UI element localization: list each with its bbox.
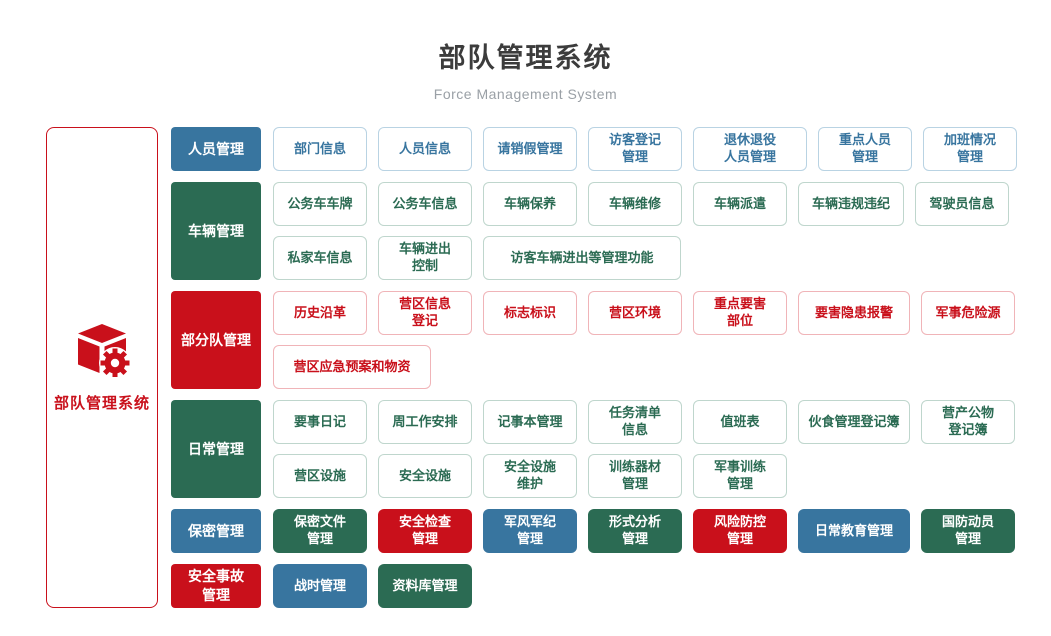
item-box: 安全设施 [378,454,472,498]
item-box: 车辆维修 [588,182,682,226]
item-box: 保密文件 管理 [273,509,367,553]
rows-container: 人员管理部门信息人员信息请销假管理访客登记 管理退休退役 人员管理重点人员 管理… [171,127,1017,608]
item-line: 战时管理资料库管理 [273,564,472,608]
item-line: 历史沿革营区信息 登记标志标识营区环境重点要害 部位要害隐患报警军事危险源 [273,291,1015,335]
row-group: 安全事故 管理战时管理资料库管理 [171,564,1017,608]
item-box: 营产公物 登记簿 [921,400,1015,444]
item-box: 军事危险源 [921,291,1015,335]
item-box: 资料库管理 [378,564,472,608]
row-group: 保密管理保密文件 管理安全检查 管理军风军纪 管理形式分析 管理风险防控 管理日… [171,509,1017,553]
category-box: 日常管理 [171,400,261,498]
category-items: 要事日记周工作安排记事本管理任务清单 信息值班表伙食管理登记簿营产公物 登记簿营… [273,400,1015,498]
category-items: 保密文件 管理安全检查 管理军风军纪 管理形式分析 管理风险防控 管理日常教育管… [273,509,1015,553]
system-root-box: 部队管理系统 [46,127,158,608]
item-box: 访客车辆进出等管理功能 [483,236,681,280]
item-box: 公务车信息 [378,182,472,226]
item-box: 车辆派遣 [693,182,787,226]
item-box: 要事日记 [273,400,367,444]
item-box: 加班情况 管理 [923,127,1017,171]
cube-gear-icon [78,323,131,377]
category-items: 战时管理资料库管理 [273,564,472,608]
item-box: 公务车车牌 [273,182,367,226]
category-box: 人员管理 [171,127,261,171]
item-line: 公务车车牌公务车信息车辆保养车辆维修车辆派遣车辆违规违纪驾驶员信息 [273,182,1009,226]
category-items: 公务车车牌公务车信息车辆保养车辆维修车辆派遣车辆违规违纪驾驶员信息私家车信息车辆… [273,182,1009,280]
item-box: 形式分析 管理 [588,509,682,553]
item-box: 周工作安排 [378,400,472,444]
item-box: 伙食管理登记簿 [798,400,910,444]
item-box: 国防动员 管理 [921,509,1015,553]
page-subtitle: Force Management System [433,86,618,102]
item-box: 驾驶员信息 [915,182,1009,226]
item-box: 私家车信息 [273,236,367,280]
item-box: 营区设施 [273,454,367,498]
item-box: 风险防控 管理 [693,509,787,553]
item-box: 重点要害 部位 [693,291,787,335]
item-box: 历史沿革 [273,291,367,335]
item-box: 记事本管理 [483,400,577,444]
row-group: 车辆管理公务车车牌公务车信息车辆保养车辆维修车辆派遣车辆违规违纪驾驶员信息私家车… [171,182,1017,280]
category-box: 安全事故 管理 [171,564,261,608]
item-box: 训练器材 管理 [588,454,682,498]
item-line: 营区设施安全设施安全设施 维护训练器材 管理军事训练 管理 [273,454,1015,498]
item-line: 营区应急预案和物资 [273,345,1015,389]
row-group: 部分队管理历史沿革营区信息 登记标志标识营区环境重点要害 部位要害隐患报警军事危… [171,291,1017,389]
item-box: 营区应急预案和物资 [273,345,431,389]
system-root-label: 部队管理系统 [53,394,150,412]
item-box: 车辆进出 控制 [378,236,472,280]
diagram-layout: 部队管理系统 人员管理部门信息人员信息请销假管理访客登记 管理退休退役 人员管理… [46,127,1051,608]
category-box: 保密管理 [171,509,261,553]
item-line: 部门信息人员信息请销假管理访客登记 管理退休退役 人员管理重点人员 管理加班情况… [273,127,1017,171]
category-items: 部门信息人员信息请销假管理访客登记 管理退休退役 人员管理重点人员 管理加班情况… [273,127,1017,171]
category-box: 部分队管理 [171,291,261,389]
item-line: 要事日记周工作安排记事本管理任务清单 信息值班表伙食管理登记簿营产公物 登记簿 [273,400,1015,444]
page-header: 部队管理系统 Force Management System [0,0,1051,102]
item-box: 访客登记 管理 [588,127,682,171]
item-line: 保密文件 管理安全检查 管理军风军纪 管理形式分析 管理风险防控 管理日常教育管… [273,509,1015,553]
item-box: 车辆保养 [483,182,577,226]
item-box: 请销假管理 [483,127,577,171]
item-box: 退休退役 人员管理 [693,127,807,171]
item-box: 要害隐患报警 [798,291,910,335]
category-box: 车辆管理 [171,182,261,280]
category-items: 历史沿革营区信息 登记标志标识营区环境重点要害 部位要害隐患报警军事危险源营区应… [273,291,1015,389]
item-box: 军风军纪 管理 [483,509,577,553]
item-box: 人员信息 [378,127,472,171]
item-box: 部门信息 [273,127,367,171]
item-box: 日常教育管理 [798,509,910,553]
item-box: 军事训练 管理 [693,454,787,498]
row-group: 日常管理要事日记周工作安排记事本管理任务清单 信息值班表伙食管理登记簿营产公物 … [171,400,1017,498]
item-box: 战时管理 [273,564,367,608]
item-box: 车辆违规违纪 [798,182,904,226]
item-box: 标志标识 [483,291,577,335]
item-line: 私家车信息车辆进出 控制访客车辆进出等管理功能 [273,236,1009,280]
page-title: 部队管理系统 [438,43,613,73]
row-group: 人员管理部门信息人员信息请销假管理访客登记 管理退休退役 人员管理重点人员 管理… [171,127,1017,171]
item-box: 安全检查 管理 [378,509,472,553]
item-box: 重点人员 管理 [818,127,912,171]
item-box: 任务清单 信息 [588,400,682,444]
item-box: 营区环境 [588,291,682,335]
item-box: 值班表 [693,400,787,444]
item-box: 营区信息 登记 [378,291,472,335]
item-box: 安全设施 维护 [483,454,577,498]
